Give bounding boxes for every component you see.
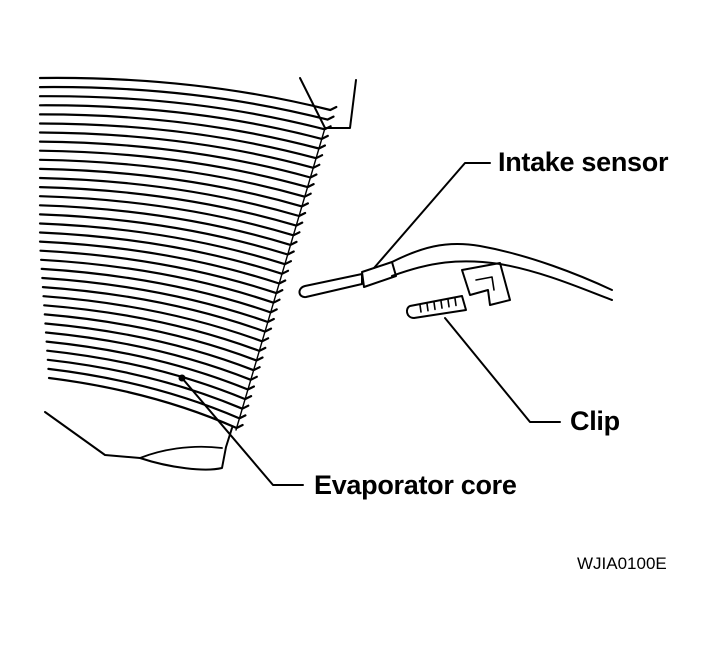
evaporator-fin xyxy=(38,195,301,237)
evaporator-fin xyxy=(38,240,287,285)
label-intake-sensor: Intake sensor xyxy=(498,147,669,177)
evaporator-fin xyxy=(38,213,295,256)
evaporator-fin xyxy=(38,140,318,179)
evaporator-fin xyxy=(38,167,309,208)
evaporator-core-pointer-dot xyxy=(178,374,186,382)
evaporator-fin xyxy=(38,176,307,218)
sensor-sleeve xyxy=(361,261,397,288)
housing-top-edge xyxy=(299,77,357,129)
label-clip: Clip xyxy=(570,406,620,436)
evaporator-fin xyxy=(46,358,250,410)
evaporator-fin xyxy=(38,204,298,246)
evaporator-fin xyxy=(38,222,292,266)
evaporator-fin xyxy=(38,85,335,121)
figure-code: WJIA0100E xyxy=(577,554,667,573)
evaporator-fin xyxy=(38,186,304,227)
evaporator-fin xyxy=(44,331,258,381)
drain-tray xyxy=(44,411,233,471)
evaporator-fin xyxy=(38,122,324,160)
drain-tray-inner xyxy=(139,445,223,459)
clip-tooth xyxy=(440,300,443,309)
evaporator-fin xyxy=(40,267,278,314)
evaporator-fin xyxy=(40,258,281,304)
core-right-edge xyxy=(235,127,326,431)
evaporator-fin xyxy=(39,249,284,295)
evaporator-fin xyxy=(38,113,326,150)
evaporator-fin xyxy=(41,286,273,333)
evaporator-fin xyxy=(38,231,290,275)
label-evaporator-core: Evaporator core xyxy=(314,470,517,500)
evaporator-fins xyxy=(38,76,338,430)
sensor-wire xyxy=(391,243,613,291)
leader-intake-sensor xyxy=(373,162,491,269)
clip-tooth xyxy=(447,298,450,308)
evaporator-fin xyxy=(42,295,270,343)
evaporator-fin xyxy=(43,304,267,352)
leader-evaporator-core xyxy=(181,377,304,486)
evaporator-fin xyxy=(38,149,315,189)
evaporator-fin xyxy=(38,76,338,112)
clip-tooth xyxy=(419,304,422,313)
evaporator-fin xyxy=(38,95,332,131)
leader-clip xyxy=(444,317,561,423)
clip-tooth xyxy=(426,302,429,312)
evaporator-fin xyxy=(44,322,261,372)
clip-tooth xyxy=(433,301,436,311)
evaporator-fin xyxy=(38,104,329,140)
evaporator-fin xyxy=(38,131,321,169)
clip-detail xyxy=(475,276,495,291)
sensor-probe xyxy=(298,273,363,299)
evaporator-fin xyxy=(47,376,244,430)
clip-teeth xyxy=(419,297,457,313)
evaporator-fin xyxy=(45,340,255,391)
evaporator-fin xyxy=(38,158,312,198)
evaporator-fin xyxy=(47,367,247,420)
evaporator-fin xyxy=(41,276,275,324)
evaporator-fin xyxy=(43,313,264,362)
clip-prong xyxy=(405,295,467,319)
evaporator-fin xyxy=(46,349,253,401)
clip-tooth xyxy=(454,297,457,307)
clip-body xyxy=(461,262,511,306)
